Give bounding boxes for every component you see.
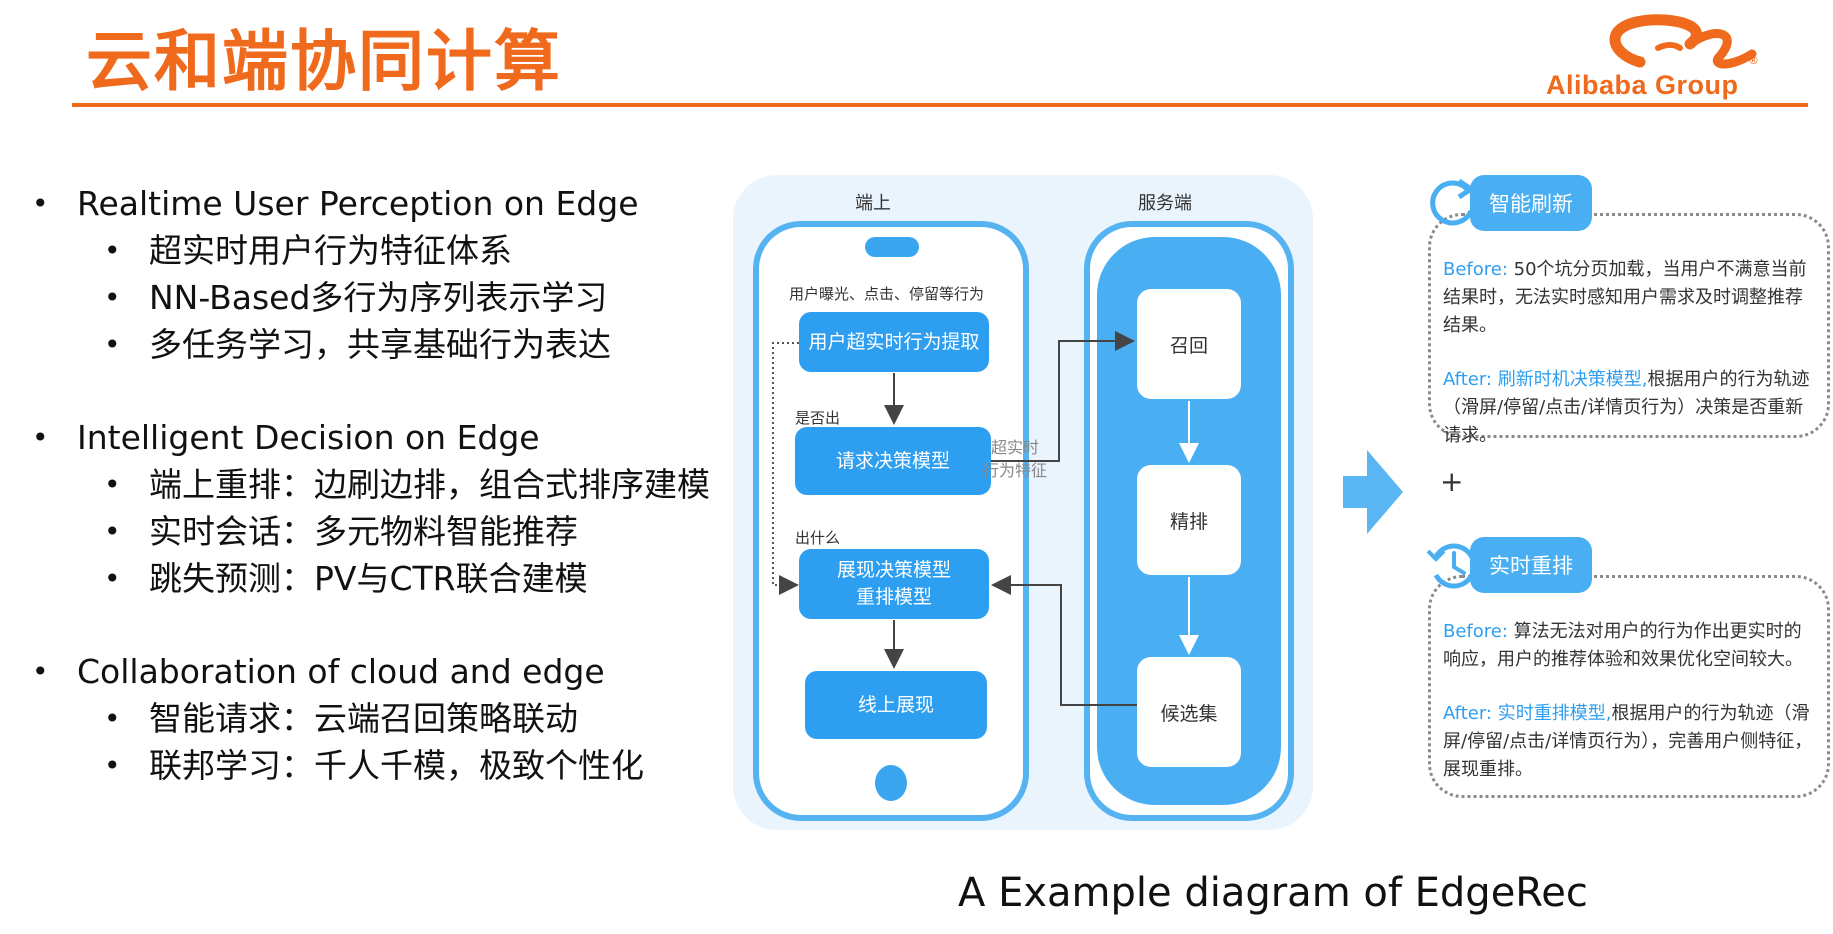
- candidates-box: 候选集: [1137, 657, 1241, 767]
- logo-registered-mark: ®: [1748, 54, 1759, 67]
- card1-after-text: 根据用户的行为轨迹（滑屏/停留/点击/详情页行为）决策是否重新请求。: [1443, 369, 1810, 446]
- edge-column-label: 端上: [855, 193, 891, 214]
- step-display-decision: 展现决策模型 重排模型: [799, 549, 989, 619]
- what-label: 出什么: [795, 529, 841, 547]
- plus-sign: +: [1440, 465, 1464, 498]
- card2-after-highlight: 实时重排模型,: [1497, 703, 1612, 724]
- step-behavior-extraction: 用户超实时行为提取: [799, 312, 989, 372]
- step-online-display: 线上展现: [805, 671, 987, 739]
- bullet-section-title: Collaboration of cloud and edge: [28, 648, 728, 695]
- edgerec-diagram: 端上 服务端 用户曝光、点击、停留等行为 用户超实时行为提取 是否出 请求决策模…: [733, 175, 1313, 830]
- card2-after-label: After:: [1443, 703, 1492, 724]
- recall-box: 召回: [1137, 289, 1241, 399]
- bullet-item: 跳失预测：PV与CTR联合建模: [28, 555, 728, 602]
- whether-label: 是否出: [795, 409, 841, 427]
- bullet-item: 实时会话：多元物料智能推荐: [28, 508, 728, 555]
- bullet-item: 端上重排：边刷边排，组合式排序建模: [28, 461, 728, 508]
- alibaba-logo: Alibaba Group ®: [1540, 14, 1820, 104]
- realtime-rerank-card: Before: 算法无法对用户的行为作出更实时的响应，用户的推荐体验和效果优化空…: [1428, 575, 1830, 798]
- card1-before-label: Before:: [1443, 259, 1508, 280]
- logo-wordmark: Alibaba Group: [1546, 70, 1739, 100]
- feature-label-line1: 超实时: [991, 438, 1040, 457]
- server-column-label: 服务端: [1138, 193, 1192, 214]
- card2-before-text: 算法无法对用户的行为作出更实时的响应，用户的推荐体验和效果优化空间较大。: [1443, 621, 1803, 670]
- card2-before-label: Before:: [1443, 621, 1508, 642]
- title-underline: [72, 103, 1808, 107]
- card1-after-highlight: 刷新时机决策模型,: [1497, 369, 1648, 390]
- step-request-decision: 请求决策模型: [795, 427, 991, 495]
- bullet-section-title: Intelligent Decision on Edge: [28, 414, 728, 461]
- bullet-item: 多任务学习，共享基础行为表达: [28, 321, 728, 368]
- realtime-rerank-badge: 实时重排: [1470, 537, 1592, 593]
- diagram-caption: A Example diagram of EdgeRec: [958, 870, 1588, 916]
- step-display-line1: 展现决策模型: [836, 559, 951, 581]
- behavior-label: 用户曝光、点击、停留等行为: [789, 285, 985, 303]
- page-title: 云和端协同计算: [86, 23, 562, 100]
- step-display-line2: 重排模型: [855, 586, 932, 608]
- bullet-item: 超实时用户行为特征体系: [28, 227, 728, 274]
- bullet-item: 智能请求：云端召回策略联动: [28, 695, 728, 742]
- feature-label-line2: 行为特征: [983, 461, 1048, 480]
- card1-after-label: After:: [1443, 369, 1492, 390]
- smart-refresh-badge: 智能刷新: [1470, 175, 1592, 231]
- bullet-item: 联邦学习：千人千模，极致个性化: [28, 742, 728, 789]
- smart-refresh-card: Before: 50个坑分页加载，当用户不满意当前结果时，无法实时感知用户需求及…: [1428, 213, 1830, 446]
- card1-before-text: 50个坑分页加载，当用户不满意当前结果时，无法实时感知用户需求及时调整推荐结果。: [1443, 259, 1807, 336]
- bullet-section-title: Realtime User Perception on Edge: [28, 180, 728, 227]
- bullet-list: Realtime User Perception on Edge 超实时用户行为…: [28, 180, 728, 789]
- alibaba-smile-icon: [1609, 14, 1757, 69]
- phone-speaker: [865, 237, 919, 257]
- diagram-arrows: [772, 331, 1199, 706]
- card2-after-text: 根据用户的行为轨迹（滑屏/停留/点击/详情页行为），完善用户侧特征，展现重排。: [1443, 703, 1813, 780]
- right-arrow-icon: [1343, 450, 1403, 534]
- bullet-item: NN-Based多行为序列表示学习: [28, 274, 728, 321]
- rank-box: 精排: [1137, 465, 1241, 575]
- phone-home-button: [875, 765, 907, 801]
